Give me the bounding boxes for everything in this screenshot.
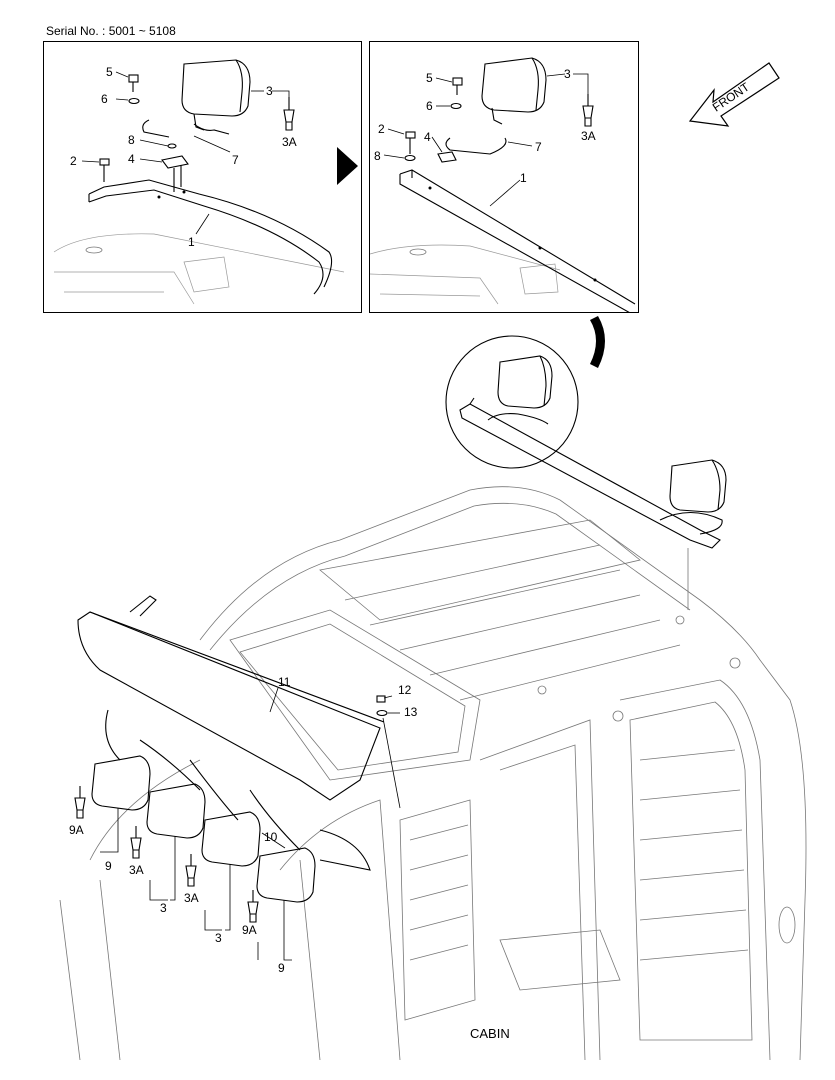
callout-12: 12 — [398, 683, 412, 697]
callout-5: 5 — [106, 65, 113, 79]
callout-8: 8 — [128, 133, 135, 147]
zoom-circle — [445, 335, 579, 469]
callout-4: 4 — [128, 152, 135, 166]
detail-panel-before: 5 6 3 3A 8 4 2 7 1 — [43, 41, 362, 313]
callout-3: 3 — [160, 901, 167, 915]
callout-13: 13 — [404, 705, 418, 719]
callout-3: 3 — [215, 931, 222, 945]
callout-8: 8 — [374, 149, 381, 163]
callout-10: 10 — [264, 830, 278, 844]
callout-11: 11 — [278, 675, 291, 689]
washer-13 — [376, 709, 388, 717]
front-light-bar — [77, 611, 381, 801]
section-label: CABIN — [470, 1026, 510, 1041]
callout-9a: 9A — [69, 823, 84, 837]
callout-7: 7 — [535, 140, 542, 154]
callout-3a: 3A — [184, 891, 199, 905]
cabin-body — [59, 486, 807, 1061]
work-lamp-right — [669, 459, 727, 513]
callout-2: 2 — [378, 122, 385, 136]
detail-drawing-after: 5 3 6 3A 2 4 8 7 1 — [370, 57, 636, 312]
callout-3a: 3A — [129, 863, 144, 877]
callout-3: 3 — [564, 67, 571, 81]
callout-9: 9 — [105, 859, 112, 873]
callout-7: 7 — [232, 153, 239, 167]
callout-9: 9 — [278, 961, 285, 975]
bulb-icon — [74, 786, 259, 923]
bolt-12 — [376, 695, 386, 703]
callout-1: 1 — [188, 235, 195, 249]
zoom-arrow-icon — [590, 316, 605, 368]
front-lamps — [91, 709, 371, 903]
serial-number-text: Serial No. : 5001 ~ 5108 — [46, 24, 176, 38]
callout-3a: 3A — [282, 135, 297, 149]
front-arrow-icon: FRONT — [688, 62, 780, 127]
callout-3a: 3A — [581, 129, 596, 143]
callout-9a: 9A — [242, 923, 257, 937]
callout-6: 6 — [101, 92, 108, 106]
callout-2: 2 — [70, 154, 77, 168]
callout-4: 4 — [424, 130, 431, 144]
work-lamp-detail — [497, 355, 553, 409]
callout-5: 5 — [426, 71, 433, 85]
detail-panel-after: 5 3 6 3A 2 4 8 7 1 — [369, 41, 639, 313]
callout-1: 1 — [520, 171, 527, 185]
callout-3: 3 — [266, 84, 273, 98]
light-bar-detail — [459, 403, 721, 549]
callout-6: 6 — [426, 99, 433, 113]
detail-drawing-before: 5 6 3 3A 8 4 2 7 1 — [53, 59, 345, 305]
